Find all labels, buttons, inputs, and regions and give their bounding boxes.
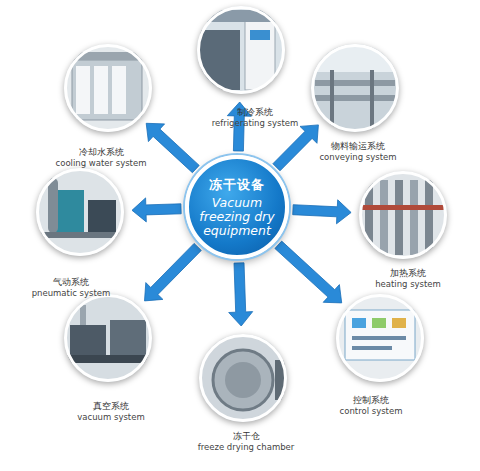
english-name: conveying system (288, 152, 428, 162)
chinese-name: 物料输运系统 (288, 141, 428, 152)
subsystem-label: 加热系统heating system (338, 268, 478, 289)
chinese-name: 冻干仓 (176, 431, 316, 442)
subsystem-label: 制冷系统refrigerating system (185, 107, 325, 128)
subsystem-circle: 冻干仓freeze drying chamber (199, 334, 287, 422)
subsystem-circle: 真空系统vacuum system (64, 294, 152, 382)
subsystem-label: 物料输运系统conveying system (288, 141, 428, 162)
subsystem-circle: 冷却水系统cooling water system (64, 44, 152, 132)
chamber-photo (199, 334, 291, 426)
subsystem-label: 真空系统vacuum system (41, 401, 181, 422)
subsystem-label: 冻干仓freeze drying chamber (176, 431, 316, 452)
chinese-name: 加热系统 (338, 268, 478, 279)
heating-photo (357, 169, 449, 261)
english-name: vacuum system (41, 412, 181, 422)
english-name: control system (301, 406, 441, 416)
subsystem-label: 冷却水系统cooling water system (31, 147, 171, 168)
subsystem-circle: 控制系统control system (336, 294, 424, 382)
chinese-name: 控制系统 (301, 395, 441, 406)
conveying-photo (309, 42, 401, 134)
block-arrow (275, 241, 342, 303)
english-name: pneumatic system (1, 288, 141, 298)
english-name: Vacuum freezing dry equipment (189, 196, 285, 238)
cooling-water-photo (62, 42, 154, 134)
english-name: refrigerating system (185, 118, 325, 128)
subsystem-label: 控制系统control system (301, 395, 441, 416)
english-name: heating system (338, 279, 478, 289)
subsystem-circle: 制冷系统refrigerating system (197, 6, 285, 94)
subsystem-circle: 气动系统pneumatic system (36, 168, 124, 256)
pneumatic-photo (34, 166, 126, 258)
english-name: freeze drying chamber (176, 442, 316, 452)
chinese-name: 气动系统 (1, 277, 141, 288)
chinese-name: 冷却水系统 (31, 147, 171, 158)
refrigerating-photo (195, 4, 287, 96)
chinese-name: 冻干设备 (209, 176, 265, 194)
control-photo (334, 292, 426, 384)
chinese-name: 真空系统 (41, 401, 181, 412)
vacuum-photo (62, 292, 154, 384)
subsystem-circle: 加热系统heating system (359, 171, 447, 259)
block-arrow (273, 125, 319, 171)
block-arrow (132, 198, 181, 222)
subsystem-circle: 物料输运系统conveying system (311, 44, 399, 132)
chinese-name: 制冷系统 (185, 107, 325, 118)
subsystem-label: 气动系统pneumatic system (1, 277, 141, 298)
center-circle: 冻干设备 Vacuum freezing dry equipment (185, 155, 289, 259)
block-arrow (293, 200, 351, 224)
english-name: cooling water system (31, 158, 171, 168)
block-arrow (229, 263, 253, 326)
block-arrow (145, 243, 202, 301)
block-arrow (146, 123, 199, 172)
